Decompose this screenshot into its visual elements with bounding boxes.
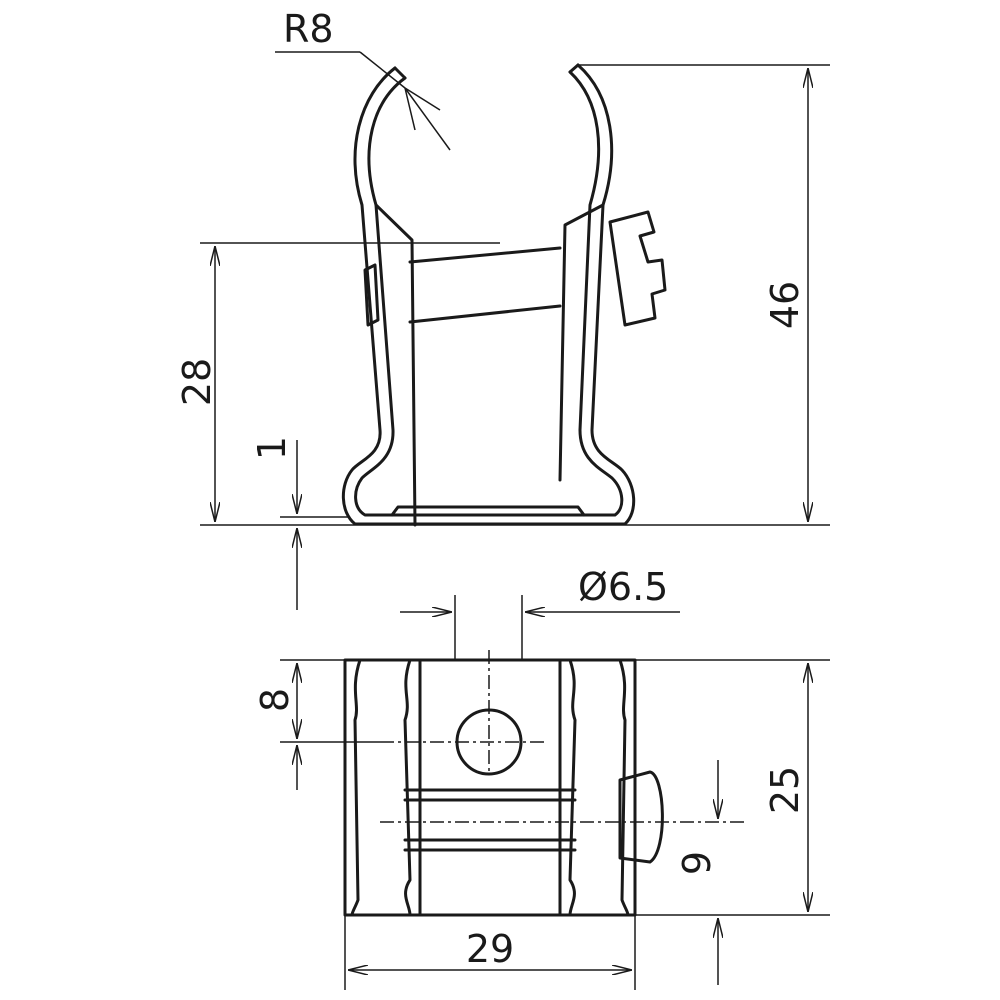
hole-diameter-label: Ø6.5 <box>578 565 668 609</box>
overall-height-label: 46 <box>763 281 807 329</box>
screw-height-label: 28 <box>175 358 219 406</box>
screw-offset-label: 9 <box>675 851 719 875</box>
radius-label: R8 <box>283 7 334 51</box>
clamp-bottom-view <box>343 650 745 917</box>
hole-offset-label: 8 <box>253 688 297 712</box>
base-thickness-label: 1 <box>250 436 294 460</box>
width-label: 29 <box>466 927 514 971</box>
depth-label: 25 <box>763 766 807 814</box>
dimension-lines <box>200 51 830 990</box>
clamp-front-view <box>341 63 667 527</box>
